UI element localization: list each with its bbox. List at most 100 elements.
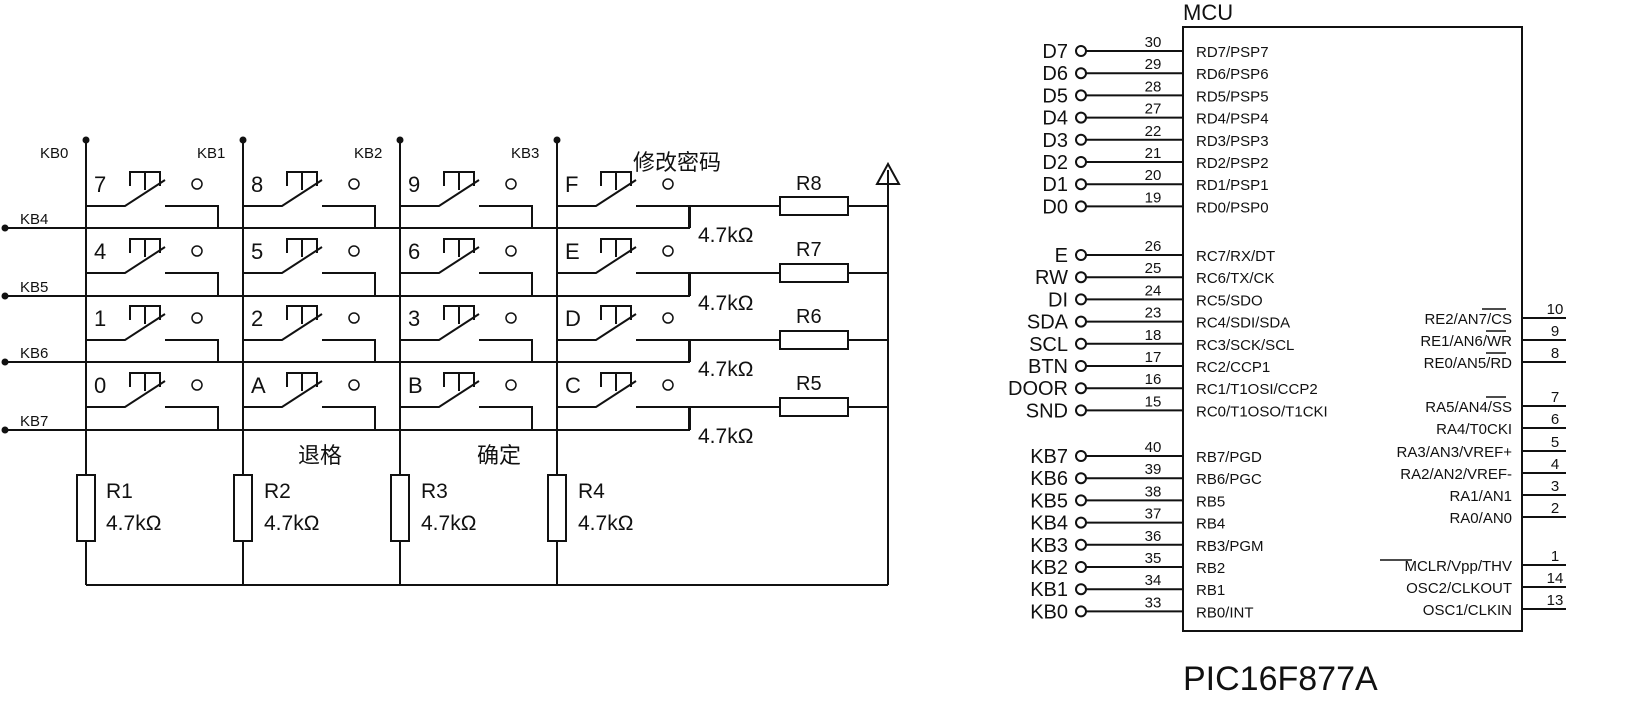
- pin-terminal: [1075, 583, 1087, 596]
- key-label: B: [408, 373, 423, 398]
- row-resistor: R7 4.7kΩ: [689, 239, 888, 315]
- pin-number: 1: [1551, 548, 1559, 565]
- pin-net-label: DOOR: [1008, 378, 1068, 400]
- key-switch: E: [557, 238, 690, 296]
- pin-number: 8: [1551, 345, 1559, 362]
- pin-number: 25: [1145, 260, 1162, 277]
- column-label: KB3: [511, 145, 539, 162]
- pin-function-label: RC6/TX/CK: [1196, 270, 1274, 287]
- pin-number: 6: [1551, 411, 1559, 428]
- key-label: D: [565, 306, 581, 331]
- resistor-value: 4.7kΩ: [421, 512, 476, 535]
- key-switch: 9: [400, 171, 533, 228]
- pin-number: 24: [1145, 282, 1162, 299]
- resistor-value: 4.7kΩ: [264, 512, 319, 535]
- pin-number: 30: [1145, 34, 1162, 51]
- pin-net-label: KB6: [1030, 468, 1068, 490]
- pin-function-label: OSC1/CLKIN: [1423, 602, 1512, 619]
- pin-function-label: RC3/SCK/SCL: [1196, 337, 1294, 354]
- key-label: 9: [408, 172, 420, 197]
- key-switch: 7: [86, 171, 219, 228]
- resistor-name: R2: [264, 480, 291, 503]
- column-resistor: R1 4.7kΩ: [76, 474, 161, 585]
- key-switch: 2: [243, 305, 376, 362]
- pin-terminal: [1075, 178, 1087, 191]
- key-switch: 5: [243, 238, 376, 296]
- resistor-value: 4.7kΩ: [698, 358, 753, 381]
- pin-number: 34: [1145, 572, 1162, 589]
- pin-terminal: [1075, 315, 1087, 328]
- key-label: E: [565, 239, 580, 264]
- pin-function-label: RE1/AN6/WR: [1420, 333, 1512, 350]
- key-label: 4: [94, 239, 106, 264]
- key-label: 3: [408, 306, 420, 331]
- resistor-value: 4.7kΩ: [698, 292, 753, 315]
- column-resistor: R3 4.7kΩ: [390, 474, 476, 585]
- row-label: KB7: [20, 413, 48, 430]
- pin-net-label: RW: [1035, 267, 1068, 289]
- mcu-part-number: PIC16F877A: [1183, 660, 1378, 698]
- column-terminal: [553, 136, 561, 144]
- pin-net-label: D5: [1042, 85, 1068, 107]
- pin-net-label: KB1: [1030, 579, 1068, 601]
- row-terminal: [1, 292, 9, 300]
- pin-terminal: [1075, 404, 1087, 417]
- pin-number: 7: [1551, 389, 1559, 406]
- pin-number: 33: [1145, 594, 1162, 611]
- pin-function-label: RB7/PGD: [1196, 449, 1262, 466]
- pin-function-label: RD3/PSP3: [1196, 133, 1269, 150]
- pin-function-label: RC5/SDO: [1196, 292, 1263, 309]
- pin-number: 2: [1551, 500, 1559, 517]
- pin-terminal: [1075, 360, 1087, 372]
- key-note-modify-password: 修改密码: [633, 150, 721, 175]
- pin-terminal: [1075, 156, 1087, 168]
- pin-net-label: DI: [1048, 289, 1068, 311]
- pin-terminal: [1075, 293, 1087, 306]
- pin-number: 19: [1145, 189, 1162, 206]
- pin-number: 3: [1551, 478, 1559, 495]
- key-switch: B: [400, 372, 533, 430]
- row-label: KB6: [20, 345, 48, 362]
- pin-net-label: D7: [1042, 41, 1068, 63]
- pin-number: 36: [1145, 528, 1162, 545]
- pin-function-label: RA1/AN1: [1449, 488, 1512, 505]
- pin-number: 15: [1145, 393, 1162, 410]
- resistor-value: 4.7kΩ: [698, 425, 753, 448]
- key-label: 7: [94, 172, 106, 197]
- key-switch: F: [557, 171, 690, 228]
- pin-net-label: KB3: [1030, 535, 1068, 557]
- resistor-name: R6: [796, 306, 822, 328]
- pin-number: 9: [1551, 323, 1559, 340]
- pin-net-label: D0: [1042, 196, 1068, 218]
- row-resistor: R5 4.7kΩ: [689, 373, 888, 448]
- resistor-name: R8: [796, 173, 822, 195]
- pin-terminal: [1075, 133, 1087, 146]
- column-resistor: R2 4.7kΩ: [233, 474, 319, 585]
- row-resistor: R8 4.7kΩ: [689, 173, 888, 247]
- pin-function-label: MCLR/Vpp/THV: [1404, 558, 1512, 575]
- resistor-name: R4: [578, 480, 605, 503]
- pin-number: 16: [1145, 371, 1162, 388]
- pin-net-label: SCL: [1029, 334, 1068, 356]
- key-switch: A: [243, 372, 376, 430]
- key-label: 2: [251, 306, 263, 331]
